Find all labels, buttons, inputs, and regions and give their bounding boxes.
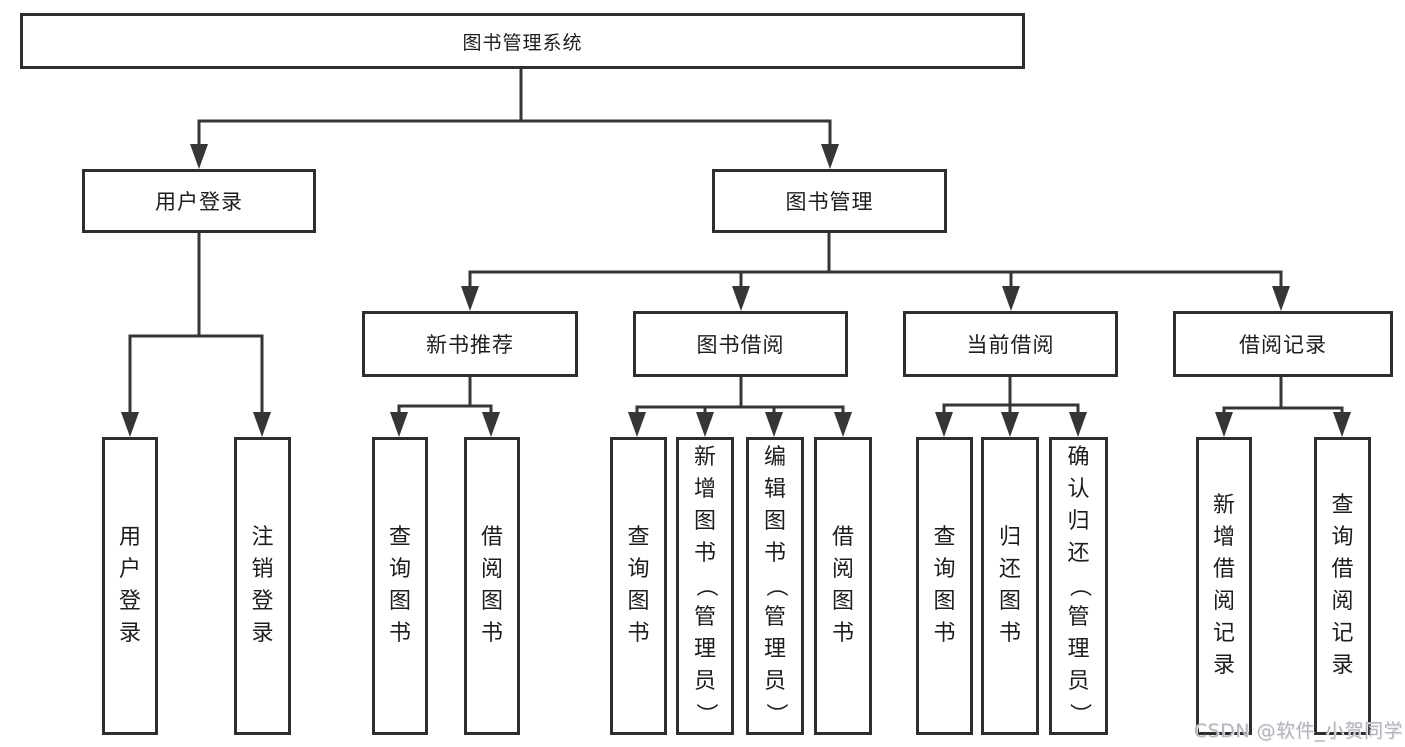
leaf-user-login: 用户登录: [102, 437, 158, 735]
connector-bookborrow-to-children: [635, 374, 845, 417]
arrow-down-icon: [765, 412, 783, 437]
arrow-down-icon: [253, 412, 271, 437]
node-book-borrowing: 图书借阅: [633, 311, 848, 377]
arrow-down-icon: [834, 412, 852, 437]
node-user-login: 用户登录: [82, 169, 316, 233]
leaf-query-books-current: 查询图书: [916, 437, 973, 735]
arrow-down-icon: [1215, 412, 1233, 437]
connector-records-to-children: [1222, 374, 1344, 417]
leaf-borrow-books: 借阅图书: [814, 437, 872, 735]
node-current-borrowing: 当前借阅: [903, 311, 1118, 377]
connector-root-to-level2: [197, 67, 832, 149]
leaf-logout: 注销登录: [234, 437, 291, 735]
leaf-confirm-return-admin: 确认归还（管理员）: [1049, 437, 1108, 735]
leaf-add-books-admin: 新增图书（管理员）: [676, 437, 734, 735]
arrow-down-icon: [628, 412, 646, 437]
node-root-system: 图书管理系统: [20, 13, 1025, 69]
arrow-down-icon: [482, 412, 500, 437]
leaf-return-books: 归还图书: [981, 437, 1039, 735]
leaf-add-borrow-record: 新增借阅记录: [1196, 437, 1252, 735]
node-borrowing-records: 借阅记录: [1173, 311, 1393, 377]
arrow-down-icon: [1272, 286, 1290, 311]
leaf-query-books-recommend: 查询图书: [372, 437, 428, 735]
leaf-query-borrow-record: 查询借阅记录: [1314, 437, 1371, 735]
arrow-down-icon: [190, 144, 208, 169]
arrow-down-icon: [390, 412, 408, 437]
arrow-down-icon: [121, 412, 139, 437]
arrow-down-icon: [821, 144, 839, 169]
arrow-down-icon: [696, 412, 714, 437]
arrow-down-icon: [1069, 412, 1087, 437]
connector-newrec-to-children: [397, 374, 493, 417]
arrow-down-icon: [732, 286, 750, 311]
arrow-down-icon: [461, 286, 479, 311]
connector-userlogin-to-children: [128, 230, 264, 417]
leaf-borrow-books-recommend: 借阅图书: [464, 437, 520, 735]
arrow-down-icon: [1001, 412, 1019, 437]
arrow-down-icon: [1333, 412, 1351, 437]
leaf-edit-books-admin: 编辑图书（管理员）: [746, 437, 804, 735]
node-new-book-recommend: 新书推荐: [362, 311, 578, 377]
connector-bookmgmt-to-level3: [468, 230, 1283, 291]
arrow-down-icon: [1002, 286, 1020, 311]
leaf-query-books-borrow: 查询图书: [610, 437, 667, 735]
connector-curborrow-to-children: [942, 374, 1080, 417]
node-book-management: 图书管理: [712, 169, 947, 233]
csdn-watermark: CSDN @软件_小贺同学: [1193, 720, 1403, 742]
arrow-down-icon: [935, 412, 953, 437]
